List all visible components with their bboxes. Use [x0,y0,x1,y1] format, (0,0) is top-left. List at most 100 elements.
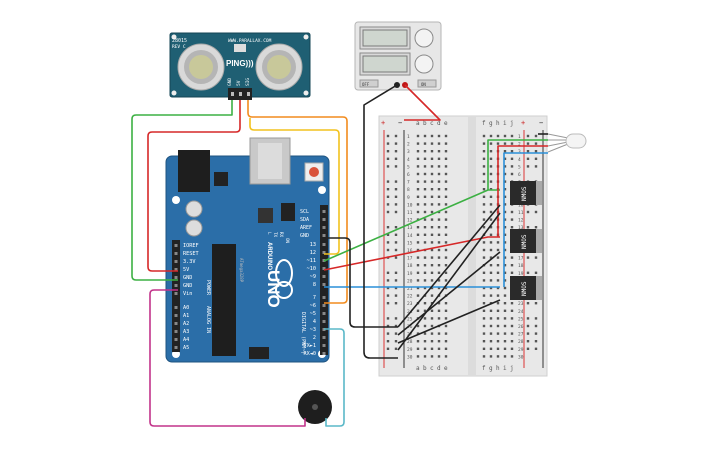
breadboard-hole [416,294,420,297]
rail-hole [386,165,390,168]
breadboard-hole [496,347,500,350]
rail-hole [534,340,538,343]
breadboard-hole [430,172,434,176]
breadboard-hole [503,172,507,176]
breadboard-hole [444,264,448,267]
breadboard-hole [416,142,420,145]
wire-sensor-sig[interactable] [247,100,348,304]
row-label: 7 [407,180,410,186]
breadboard-hole [496,279,500,282]
wire-buzzer-gnd[interactable] [149,289,306,427]
aref-pin [322,226,326,229]
rail-hole [394,233,398,236]
breadboard-hole [489,241,493,244]
aref-pin [322,210,326,213]
row-label: 13 [407,225,413,231]
sensor-chip [234,44,246,52]
aref-pin-label: SDA [300,217,309,223]
analog-pin-label: A4 [183,337,189,343]
breadboard-hole [430,332,434,335]
breadboard-hole [444,210,448,214]
rail-hole [386,340,390,343]
wire-gnd-arduino[interactable] [324,237,398,328]
rail-plus-label-left: + [381,119,385,127]
row-label: 12 [407,218,413,224]
rail-hole [394,241,398,244]
power-off-label: OFF [362,82,370,87]
breadboard-hole [423,210,427,214]
rail-hole [394,203,398,206]
breadboard-hole [489,210,493,214]
breadboard-hole [496,340,500,343]
row-label: 26 [407,324,413,330]
rail-hole [526,134,530,138]
wire-red-signal[interactable] [323,236,500,271]
current-knob[interactable] [414,54,434,74]
center-channel [468,116,476,376]
breadboard-hole [416,241,420,244]
breadboard-hole [489,165,493,168]
breadboard-hole [437,317,441,320]
row-label: 2 [518,142,521,148]
breadboard-hole [430,157,434,160]
power-jack [178,150,210,192]
rail-hole [394,256,398,259]
wire-buzzer-signal[interactable] [324,328,345,427]
transistor-2[interactable]: NMOS [510,229,542,253]
wire-gnd-t2[interactable] [397,251,501,336]
breadboard-hole [482,188,486,191]
breadboard-hole [489,347,493,350]
rail-hole [526,324,530,328]
wire-led-green[interactable] [487,139,548,190]
breadboard-hole [444,324,448,328]
transistor-1[interactable]: NMOS [510,181,542,205]
digital-pin-label: TX►1 [304,343,317,349]
rail-hole [526,347,530,350]
row-label: 19 [407,271,413,277]
rgb-led[interactable] [547,133,587,153]
wire-led-blue[interactable] [503,152,548,287]
breadboard-hole [482,210,486,214]
breadboard-hole [444,226,448,229]
breadboard-hole [444,142,448,145]
ultrasonic-sensor[interactable]: 28015 REV C WWW.PARALLAX.COM PING))) GND… [169,32,311,100]
wire-psu-negative[interactable] [363,84,398,359]
wire-sensor-5v[interactable] [147,100,241,272]
breadboard-hole [423,150,427,153]
breadboard-hole [510,271,514,274]
wire-sensor-gnd[interactable] [131,100,233,281]
breadboard-hole [437,165,441,168]
breadboard-hole [510,347,514,350]
breadboard-hole [437,248,441,252]
wire-psu-positive[interactable] [404,84,441,121]
wire-gnd-t3[interactable] [397,299,501,344]
piezo-buzzer[interactable] [298,390,332,424]
breadboard-hole [416,150,420,153]
rail-hole [386,279,390,282]
breadboard-hole [416,226,420,229]
power-supply[interactable]: OFF ON [354,21,442,91]
wire-yellow[interactable] [249,118,340,255]
analog-pin [174,314,178,317]
breadboard-hole [437,355,441,358]
rail-hole [394,195,398,198]
rail-hole [386,180,390,183]
breadboard-hole [482,256,486,259]
breadboard-labels: 1122334455667788991010111112121313141415… [407,120,524,372]
breadboard-hole [437,279,441,282]
breadboard-hole [430,233,434,236]
breadboard-hole [430,286,434,290]
voltage-knob[interactable] [414,28,434,48]
wire-gnd-extra[interactable] [397,212,501,351]
aref-pin-label: SCL [300,209,309,215]
breadboard-hole [437,256,441,259]
digital-pin-label: 8 [313,282,316,288]
breadboard-hole [503,248,507,252]
breadboard-hole [430,218,434,221]
column-label: c [430,365,434,372]
wire-gnd-t1[interactable] [397,204,501,328]
transistor-3[interactable]: NMOS [510,276,542,300]
column-label: a [416,120,420,127]
rail-hole [394,340,398,343]
